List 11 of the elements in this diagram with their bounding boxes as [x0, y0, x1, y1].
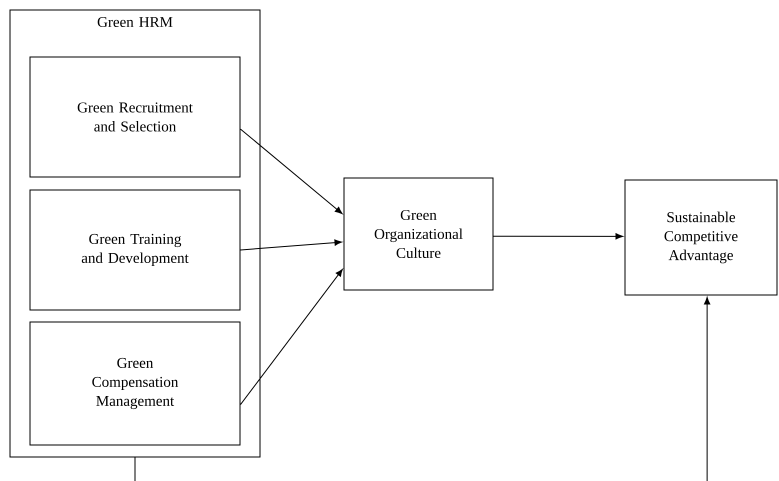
process-box: Green Training and Development [30, 190, 240, 310]
arrow [493, 233, 623, 240]
arrow [240, 128, 342, 214]
process-box: Green Recruitment and Selection [30, 56, 240, 178]
arrow [240, 268, 343, 406]
process-box: Green Compensation Management [30, 322, 240, 446]
outcome-box: Sustainable Competitive Advantage [624, 180, 778, 296]
process-box: Green Organizational Culture [344, 178, 494, 290]
arrow [240, 239, 342, 250]
arrow [704, 296, 710, 481]
connector-line [134, 457, 136, 481]
